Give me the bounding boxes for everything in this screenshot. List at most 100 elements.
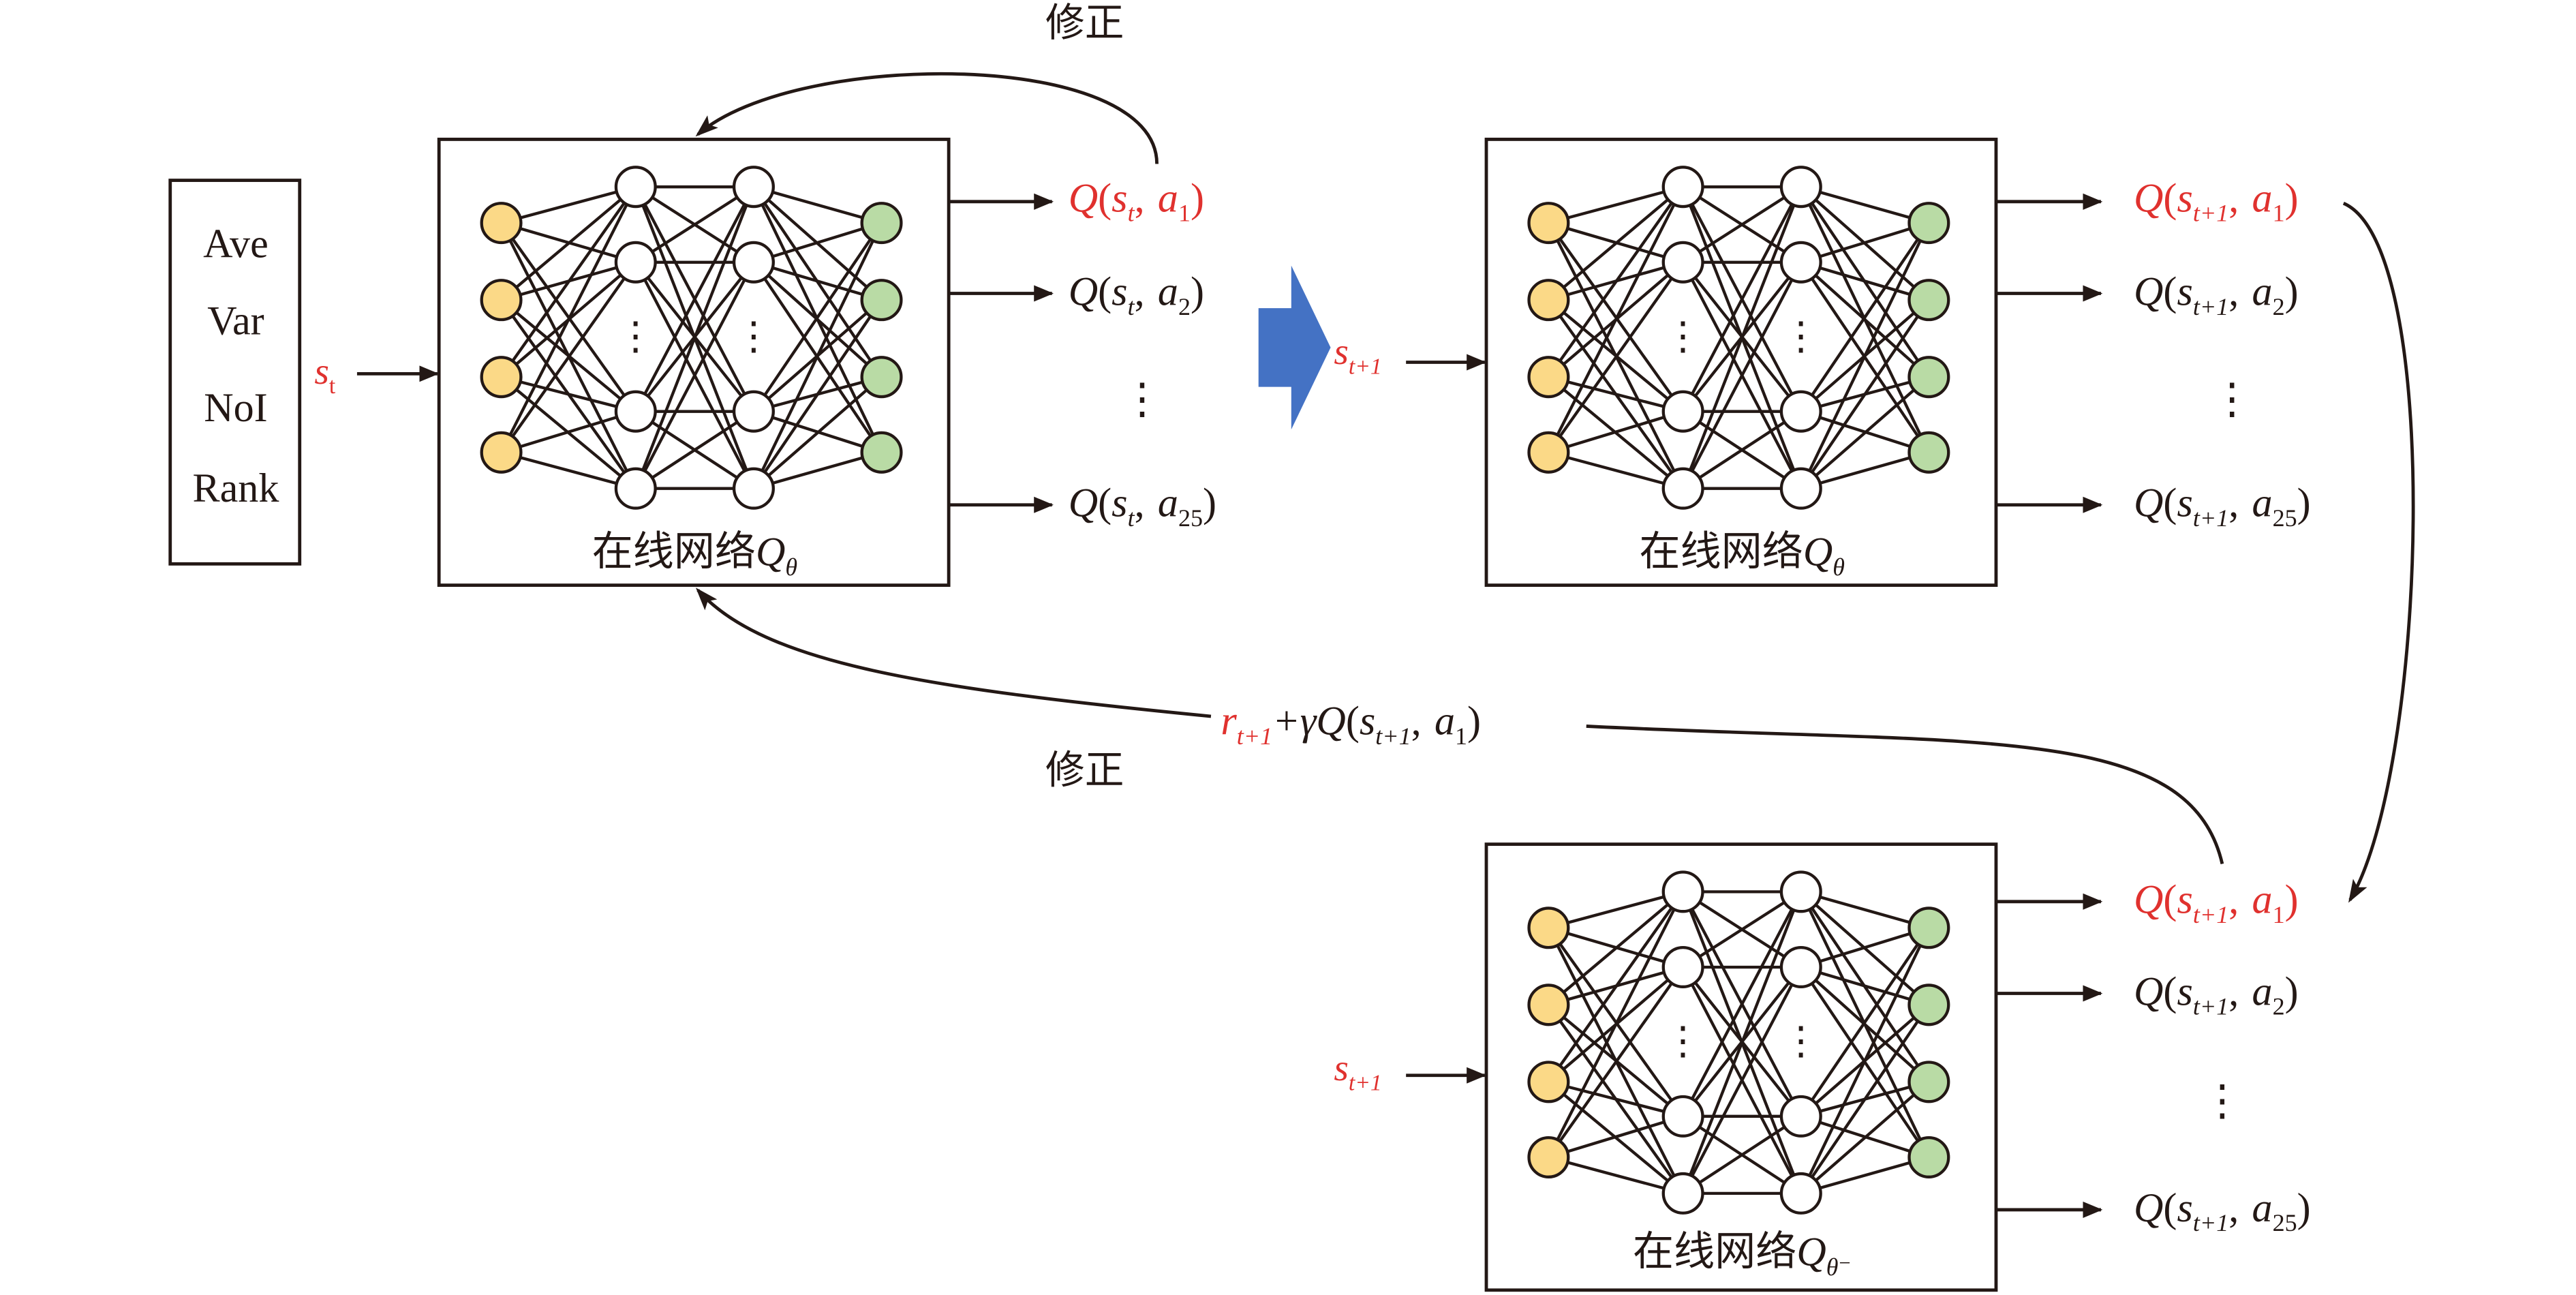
hidden2-node xyxy=(1779,1095,1822,1138)
output-node xyxy=(1907,356,1950,399)
network-connection xyxy=(752,376,883,490)
network-connection xyxy=(1800,890,1929,930)
hidden2-node xyxy=(1779,945,1822,989)
network-connection xyxy=(1800,222,1930,264)
hidden-ellipsis: ⋮ xyxy=(1781,1020,1821,1063)
network-connection xyxy=(1800,965,1929,1007)
network-connection xyxy=(500,410,637,454)
q-output-a2-net3: Q(st+1,a2) xyxy=(2134,969,2299,1020)
net3-label: 在线网络Qθ⁻ xyxy=(1633,1228,1852,1281)
input-state-st1-net2: st+1 xyxy=(1334,331,1381,379)
input-node xyxy=(480,356,523,399)
correction-label-bottom: 修正 xyxy=(1045,747,1124,793)
hidden2-node xyxy=(732,467,775,510)
network-connection xyxy=(752,299,883,489)
network-connection xyxy=(1547,186,1685,453)
hidden1-node xyxy=(1661,467,1704,510)
network-connection xyxy=(500,261,637,454)
network-connection xyxy=(1548,890,1684,930)
network-connection xyxy=(1548,890,1685,1006)
td-target: rt+1+γQ(st+1,a1) xyxy=(1221,698,1481,749)
network-connection xyxy=(1547,185,1685,378)
input-node xyxy=(1527,1136,1570,1178)
network-connection xyxy=(634,186,755,489)
network-connection xyxy=(753,185,883,225)
network-connection xyxy=(1548,410,1684,454)
q-output-a25-net2: Q(st+1,a25) xyxy=(2134,481,2311,532)
network-connection xyxy=(1681,891,1803,1117)
network-connection xyxy=(634,186,755,412)
q-output-a2-net2: Q(st+1,a2) xyxy=(2134,269,2299,320)
network-connection xyxy=(1682,185,1802,264)
hidden2-node xyxy=(732,241,775,284)
network-connection xyxy=(753,451,883,490)
network-connection xyxy=(1800,376,1930,490)
ellipsis-net1: ⋮ xyxy=(1121,375,1164,423)
network-connection xyxy=(1548,451,1684,490)
network-connection xyxy=(1799,1004,1931,1195)
network-connection xyxy=(501,185,637,225)
network-connection xyxy=(1548,1155,1684,1195)
feature-rank: Rank xyxy=(193,466,280,511)
output-node xyxy=(860,356,903,399)
hidden2-node xyxy=(1779,390,1822,433)
hidden1-node xyxy=(1661,870,1704,913)
network-connection xyxy=(1547,966,1685,1159)
network-connection xyxy=(753,222,883,264)
feature-noi: NoI xyxy=(204,385,267,431)
output-node xyxy=(1907,906,1950,949)
input-node xyxy=(1527,906,1570,949)
network-connection xyxy=(1548,376,1684,413)
correction-label-top: 修正 xyxy=(1045,0,1124,46)
hidden1-node xyxy=(1661,1172,1704,1215)
output-node xyxy=(860,279,903,322)
hidden1-node xyxy=(1661,166,1704,209)
hidden2-node xyxy=(1779,1172,1822,1215)
hidden1-node xyxy=(614,390,657,433)
network-connection xyxy=(1799,222,1931,412)
input-node xyxy=(1527,984,1570,1026)
network-connection xyxy=(1547,891,1685,1083)
network-connection xyxy=(1681,186,1803,412)
hidden-ellipsis: ⋮ xyxy=(1781,315,1821,358)
network-connection xyxy=(1800,926,1930,969)
network-connection xyxy=(501,451,637,490)
network-connection xyxy=(753,260,883,302)
select-action-arrow xyxy=(2342,202,2415,903)
ellipsis-net2: ⋮ xyxy=(2211,375,2254,423)
net1-label: 在线网络Qθ xyxy=(592,528,798,581)
network-connection xyxy=(1682,1115,1802,1195)
hidden1-node xyxy=(614,166,657,209)
hidden2-node xyxy=(732,166,775,209)
network-connection xyxy=(501,376,637,413)
output-node xyxy=(1907,984,1950,1026)
hidden2-node xyxy=(1779,870,1822,913)
network-connection xyxy=(1548,1080,1684,1118)
hidden1-node xyxy=(1661,1095,1704,1138)
network-connection xyxy=(1681,966,1803,1194)
network-connection xyxy=(1548,185,1685,301)
input-state-st: st xyxy=(314,350,336,399)
network-connection xyxy=(752,222,883,412)
hidden-ellipsis: ⋮ xyxy=(734,315,773,358)
transition-arrow xyxy=(1258,265,1331,430)
network-connection xyxy=(1682,890,1802,969)
output-node xyxy=(1907,1136,1950,1178)
hidden1-node xyxy=(614,241,657,284)
hidden-ellipsis: ⋮ xyxy=(616,315,656,358)
correction-arrow-top xyxy=(695,72,1159,164)
output-node xyxy=(1907,1061,1950,1103)
input-node xyxy=(480,202,523,245)
q-output-a1-net1: Q(st,a1) xyxy=(1069,175,1204,226)
network-connection xyxy=(752,222,883,489)
q-output-a25-net3: Q(st+1,a25) xyxy=(2134,1185,2311,1236)
network-connection xyxy=(1799,927,1931,1194)
output-node xyxy=(1907,279,1950,322)
output-node xyxy=(1907,202,1950,245)
input-node xyxy=(480,279,523,322)
network-connection xyxy=(500,186,637,453)
hidden2-node xyxy=(1779,241,1822,284)
online-network-1: ⋮ ⋮ 在线网络Qθ xyxy=(437,138,951,588)
hidden1-node xyxy=(1661,945,1704,989)
